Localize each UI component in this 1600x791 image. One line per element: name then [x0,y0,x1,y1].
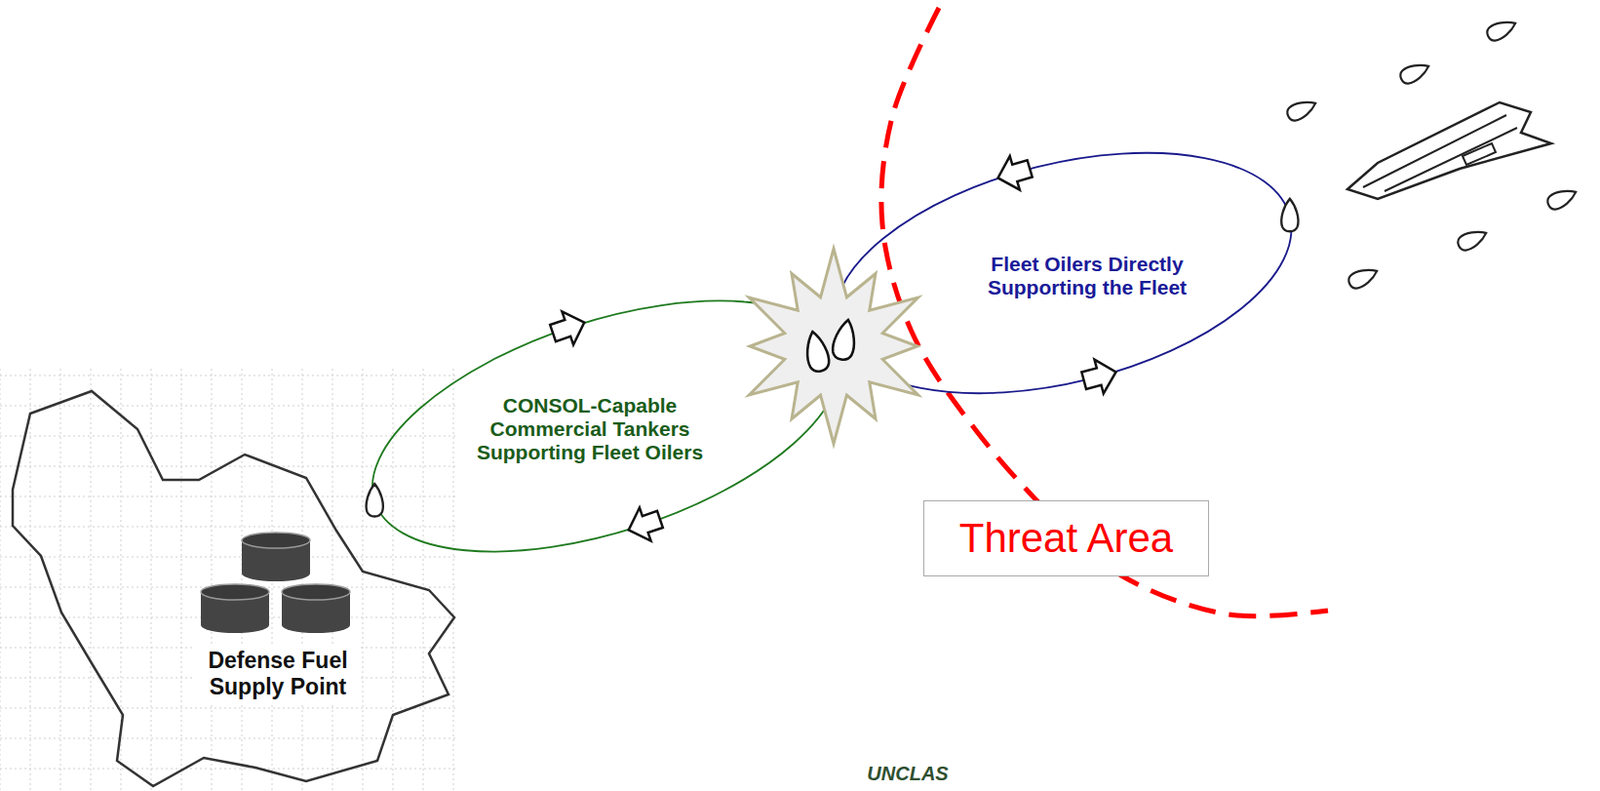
grid-line [181,368,183,791]
node-label: CONSOL-Capable Commercial Tankers Suppor… [448,393,732,465]
carrier-deck-line [1363,115,1518,192]
threat-boundary [881,7,1328,617]
grid-line [0,738,457,740]
starburst [748,248,918,444]
threat-area-box: Threat Area [923,500,1210,577]
grid-line [0,496,457,498]
grid-line [0,405,457,407]
flow-arrow [992,152,1035,196]
grid-line [151,368,153,791]
flow-arrow [1079,354,1121,398]
escort-ship [1346,264,1381,291]
aircraft-carrier [1347,102,1552,199]
tanker-loop: CONSOL-Capable Commercial Tankers Suppor… [352,299,860,553]
grid-line [0,368,1,791]
grid-line [332,368,334,791]
node-label: Fleet Oilers Directly Supporting the Fle… [958,252,1217,300]
island-outline [12,390,455,786]
escort-ship [1455,226,1490,253]
flow-arrow [623,502,666,547]
grid-line [302,368,304,791]
ship-marker [366,483,384,516]
grid-line [90,368,92,791]
grid-line [362,368,364,791]
escort-ship [1398,59,1433,86]
grid-line [0,768,457,770]
ship-marker [1281,198,1298,232]
grid-line [241,368,243,791]
grid-line [0,707,457,709]
carrier-hull [1347,102,1552,199]
consol-ship [802,329,831,374]
flow-arrow [546,306,590,351]
fuel-drum [200,584,270,633]
fuel-drum [241,532,311,582]
grid-line [0,526,457,528]
grid-line [453,368,455,791]
node-label: Defense Fuel Supply Point [195,645,361,703]
escort-ship [1285,96,1320,123]
node-outline [0,385,459,791]
loop-outline [809,110,1317,435]
consol-ship [830,317,859,361]
grid-line [423,368,425,791]
grid-line [30,368,32,791]
map-grid [0,368,457,791]
classification-marking: UNCLAS [866,762,948,785]
grid-line [0,466,457,468]
escort-ship [1545,185,1580,212]
grid-line [60,368,62,791]
escort-ships [1285,16,1580,291]
fuel-drum [281,584,351,633]
supply-island: Defense Fuel Supply Point [0,385,459,791]
grid-line [0,375,457,377]
escort-ship [1484,16,1520,43]
loop-outline [342,250,871,602]
carrier-island [1462,143,1496,165]
grid-line [0,435,457,437]
oiler-loop: Fleet Oilers Directly Supporting the Fle… [823,151,1302,395]
grid-line [211,368,213,791]
grid-line [0,556,457,558]
node-label: Threat Area [959,514,1173,562]
